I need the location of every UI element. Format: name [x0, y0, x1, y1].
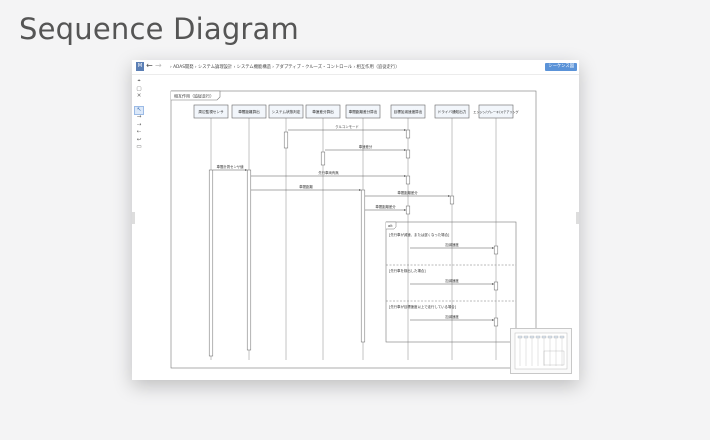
lifeline-head[interactable] — [231, 104, 267, 119]
lifeline-head[interactable] — [193, 104, 229, 119]
message-label: 車間計測センサ値 — [216, 164, 244, 169]
breadcrumb[interactable]: › ADAS開発 › システム論理設計 › システム機能構造 › アダプティブ・… — [170, 65, 400, 70]
right-scroll-handle[interactable] — [576, 212, 579, 224]
tool-self-icon[interactable]: ↩ — [136, 136, 142, 143]
lifeline-head[interactable] — [478, 104, 514, 119]
lifeline-name: 周辺監視センサ — [198, 109, 224, 114]
activation-bar — [208, 169, 214, 357]
sequence-diagram-button[interactable]: シーケンス図 — [545, 63, 577, 71]
tool-fragment-icon[interactable]: ▭ — [136, 144, 142, 150]
interaction-frame — [170, 90, 537, 369]
activation-bar — [360, 189, 366, 343]
minimap-lifeline-head — [523, 335, 529, 339]
lifeline-head[interactable] — [305, 104, 341, 119]
minimap-lifeline-head — [541, 335, 547, 339]
activation-bar — [246, 169, 252, 351]
minimap-lifeline-head — [559, 335, 565, 339]
tool-return-icon[interactable]: ⇠ — [136, 129, 142, 135]
activation-bar — [283, 131, 289, 149]
activation-bar — [405, 129, 411, 139]
lifeline-head[interactable] — [268, 104, 304, 119]
tool-async-icon[interactable]: ⇢ — [136, 121, 142, 128]
minimap-lifeline-head — [529, 335, 535, 339]
activation-bar — [320, 151, 326, 166]
left-scroll-handle[interactable] — [132, 212, 135, 224]
tool-message-icon[interactable]: → — [136, 114, 142, 120]
message-label: 加減速度 — [445, 278, 459, 283]
alt-fragment-tab — [386, 221, 397, 230]
lifeline-head[interactable] — [390, 104, 426, 119]
lifeline-name: 車間距離差分算出 — [349, 109, 378, 114]
message-label: 車間距離差分 — [375, 204, 396, 209]
lifeline-head[interactable] — [434, 104, 470, 119]
lifeline-name: エンジン/ブレーキ/ステアリング — [473, 109, 518, 114]
lifeline-name: 車間距離算出 — [238, 109, 260, 114]
message-label: 車速差分 — [359, 144, 373, 149]
tool-pointer-icon[interactable]: ⌖ — [137, 78, 141, 84]
alt-guard: [先行車が目標速度以上で走行している場合] — [389, 304, 457, 309]
app-logo[interactable]: M — [136, 62, 144, 71]
page-title: Sequence Diagram — [19, 12, 299, 46]
activation-bar — [449, 195, 455, 205]
tool-frame-icon[interactable]: ▢ — [136, 85, 142, 92]
message-label: 加減速度 — [445, 314, 459, 319]
activation-bar — [493, 317, 499, 327]
alt-fragment — [385, 221, 517, 343]
lifeline-head[interactable] — [345, 104, 381, 119]
lifeline-name: 車速差分算出 — [312, 109, 334, 114]
message-label: 加減速度 — [445, 242, 459, 247]
frame-label: 相互作用（追従走行） — [174, 93, 214, 99]
sequence-diagram-canvas[interactable]: 相互作用（追従走行）周辺監視センサ車間距離算出システム状態判定車速差分算出車間距… — [132, 60, 579, 380]
minimap-lifeline-head — [535, 335, 541, 339]
message-label: 先行車両有無 — [318, 170, 339, 175]
frame-label-tab — [171, 90, 221, 101]
minimap[interactable] — [510, 328, 572, 374]
tool-delete-icon[interactable]: ✕ — [136, 93, 142, 99]
message-label: クルコンモード — [335, 124, 359, 129]
minimap-lifeline-head — [553, 335, 559, 339]
back-arrow-icon[interactable]: ← — [146, 61, 153, 70]
lifeline-name: システム状態判定 — [272, 109, 301, 114]
app-screenshot: M ← → › ADAS開発 › システム論理設計 › システム機能構造 › ア… — [132, 60, 579, 380]
activation-bar — [493, 245, 499, 255]
lifeline-name: ドライバ通知出力 — [438, 109, 467, 114]
alt-guard: [先行車を検出した場合] — [389, 268, 426, 273]
lifeline-name: 目標加減速度算出 — [394, 109, 423, 114]
app-topbar: M ← → › ADAS開発 › システム論理設計 › システム機能構造 › ア… — [132, 60, 579, 75]
forward-arrow-icon[interactable]: → — [155, 61, 162, 70]
activation-bar — [405, 149, 411, 159]
alt-fragment-operator: alt — [388, 224, 393, 228]
activation-bar — [493, 281, 499, 291]
minimap-lifeline-head — [547, 335, 553, 339]
activation-bar — [405, 205, 411, 215]
activation-bar — [405, 175, 411, 185]
tool-select-icon[interactable]: ↖ — [134, 105, 144, 115]
message-label: 車間距離差分 — [397, 190, 418, 195]
minimap-fragment — [543, 350, 565, 366]
minimap-lifeline-head — [517, 335, 523, 339]
alt-guard: [先行車が減速、または遅くなった場合] — [389, 232, 450, 237]
message-label: 車間距離 — [299, 184, 313, 189]
diagram-toolbar: ⌖▢✕ ↖→⇢⇠↩▭ — [134, 78, 145, 152]
